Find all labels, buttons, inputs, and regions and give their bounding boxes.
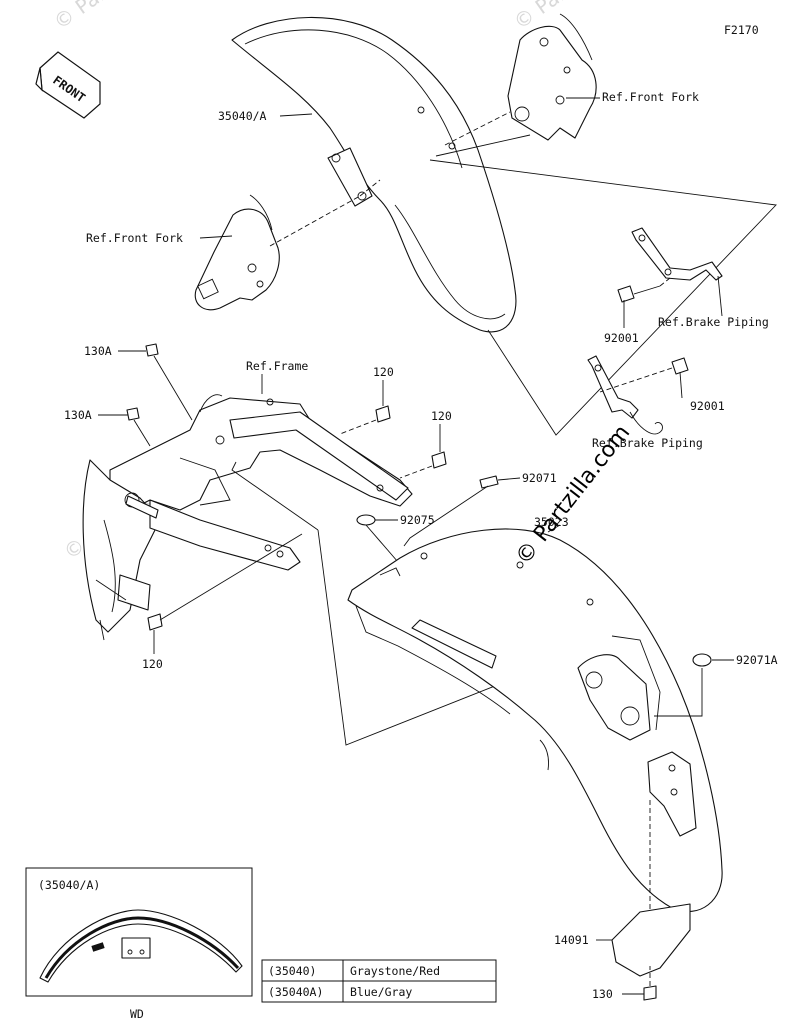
- figure-id: F2170: [724, 23, 759, 37]
- bolt-130a-top: [145, 343, 193, 421]
- label-ref-front-fork-left: Ref.Front Fork: [86, 231, 183, 245]
- pad-92071: [403, 475, 521, 547]
- label-92001-left: 92001: [604, 331, 639, 345]
- bolt-130a-mid: [126, 407, 151, 447]
- bracket-14091: [596, 903, 691, 977]
- color-table: (35040) Graystone/Red (35040A) Blue/Gray: [261, 959, 497, 1003]
- label-130: 130: [592, 987, 613, 1001]
- brake-piping-clamp-lower: [587, 355, 663, 435]
- label-130a-mid: 130A: [64, 408, 92, 422]
- bolt-92001-right: [599, 357, 689, 393]
- front-direction-arrow-icon: FRONT: [35, 51, 101, 119]
- label-92071a: 92071A: [736, 653, 778, 667]
- front-fork-right: [507, 13, 597, 141]
- label-ref-brake-piping-top: Ref.Brake Piping: [658, 315, 769, 329]
- color-table-code-2: (35040A): [268, 985, 323, 999]
- label-120-b: 120: [431, 409, 452, 423]
- label-120-bottom: 120: [142, 657, 163, 671]
- label-92001-right: 92001: [690, 399, 725, 413]
- label-ref-brake-piping-lower: Ref.Brake Piping: [592, 436, 703, 450]
- frame: [82, 394, 413, 641]
- label-120-a: 120: [373, 365, 394, 379]
- label-14091: 14091: [554, 933, 589, 947]
- label-92071: 92071: [522, 471, 557, 485]
- brake-piping-clamp-upper: [631, 227, 723, 281]
- watermark-faint-top-right: © Partzilla.com: [509, 0, 649, 34]
- bolt-130: [622, 966, 657, 1001]
- front-fender: [231, 16, 517, 333]
- inset-35040a: (35040/A) WD: [25, 867, 253, 1021]
- grommet-92075: [356, 514, 399, 563]
- color-table-color-2: Blue/Gray: [350, 985, 412, 999]
- bolt-120-b: [399, 451, 447, 479]
- front-fork-left: [194, 194, 280, 311]
- bolt-92001-left: [617, 277, 671, 303]
- color-table-code-1: (35040): [268, 964, 316, 978]
- bolt-120-a: [339, 405, 391, 435]
- inset-title: (35040/A): [38, 878, 100, 892]
- label-35023: 35023: [534, 515, 569, 529]
- label-ref-frame: Ref.Frame: [246, 359, 308, 373]
- watermark-faint-top: © Partzilla.com: [49, 0, 189, 34]
- color-table-color-1: Graystone/Red: [350, 964, 440, 978]
- label-ref-front-fork-right: Ref.Front Fork: [602, 90, 699, 104]
- label-35040a: 35040/A: [218, 109, 267, 123]
- label-92075: 92075: [400, 513, 435, 527]
- inset-caption: WD: [130, 1007, 144, 1021]
- label-130a-top: 130A: [84, 344, 112, 358]
- rear-fender: [347, 528, 723, 930]
- nut-92071a: [654, 653, 734, 717]
- bolt-120-bottom: [147, 533, 303, 631]
